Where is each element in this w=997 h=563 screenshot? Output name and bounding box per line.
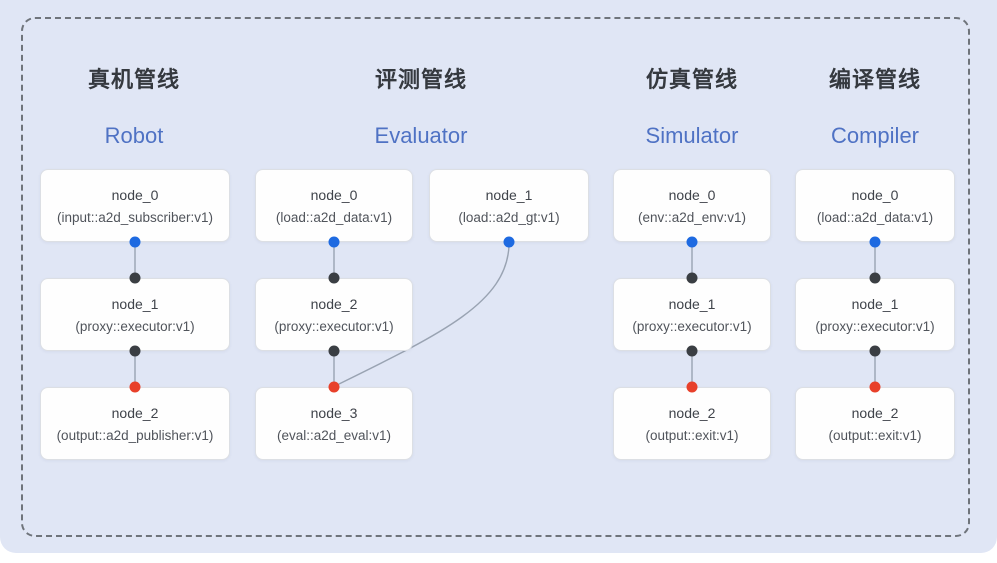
node-subtitle: (load::a2d_data:v1) xyxy=(275,209,393,225)
port-output-dot xyxy=(686,345,698,357)
node-simulator-2: node_2 (output::exit:v1) xyxy=(613,387,771,460)
node-title: node_2 xyxy=(851,404,899,421)
node-compiler-1: node_1 (proxy::executor:v1) xyxy=(795,278,955,351)
port-terminal-dot xyxy=(328,381,340,393)
node-title: node_1 xyxy=(851,295,899,312)
port-input-dot xyxy=(129,272,141,284)
port-output-dot xyxy=(129,236,141,248)
port-output-dot xyxy=(869,345,881,357)
node-title: node_2 xyxy=(668,404,716,421)
pipeline-title-zh-simulator: 仿真管线 xyxy=(645,67,738,92)
port-input-dot xyxy=(686,272,698,284)
node-title: node_0 xyxy=(310,186,358,203)
dashed-frame xyxy=(21,17,970,537)
node-title: node_1 xyxy=(668,295,716,312)
pipeline-title-en-compiler: Compiler xyxy=(830,123,920,148)
node-subtitle: (load::a2d_data:v1) xyxy=(816,209,934,225)
node-subtitle: (load::a2d_gt:v1) xyxy=(458,209,560,225)
port-input-dot xyxy=(328,272,340,284)
node-subtitle: (output::exit:v1) xyxy=(645,427,739,443)
pipeline-title-en-robot: Robot xyxy=(104,123,164,148)
node-robot-2: node_2 (output::a2d_publisher:v1) xyxy=(40,387,230,460)
port-output-dot xyxy=(328,345,340,357)
node-subtitle: (proxy::executor:v1) xyxy=(632,318,752,334)
node-title: node_0 xyxy=(111,186,159,203)
node-subtitle: (proxy::executor:v1) xyxy=(815,318,935,334)
node-title: node_1 xyxy=(485,186,533,203)
node-compiler-0: node_0 (load::a2d_data:v1) xyxy=(795,169,955,242)
node-evaluator-3: node_3 (eval::a2d_eval:v1) xyxy=(255,387,413,460)
port-output-dot xyxy=(869,236,881,248)
node-subtitle: (env::a2d_env:v1) xyxy=(637,209,747,225)
port-output-dot xyxy=(328,236,340,248)
node-subtitle: (output::a2d_publisher:v1) xyxy=(56,427,214,443)
node-title: node_2 xyxy=(111,404,159,421)
node-subtitle: (output::exit:v1) xyxy=(828,427,922,443)
edge-eval-n1-n3-curve xyxy=(336,245,510,386)
pipeline-title-zh-robot: 真机管线 xyxy=(87,67,180,92)
node-subtitle: (eval::a2d_eval:v1) xyxy=(276,427,392,443)
edge-group xyxy=(134,242,876,387)
node-title: node_0 xyxy=(668,186,716,203)
node-simulator-0: node_0 (env::a2d_env:v1) xyxy=(613,169,771,242)
node-evaluator-0: node_0 (load::a2d_data:v1) xyxy=(255,169,413,242)
node-subtitle: (input::a2d_subscriber:v1) xyxy=(56,209,214,225)
pipeline-title-zh-evaluator: 评测管线 xyxy=(374,67,467,92)
node-robot-0: node_0 (input::a2d_subscriber:v1) xyxy=(40,169,230,242)
pipeline-title-zh-compiler: 编译管线 xyxy=(828,67,921,92)
node-subtitle: (proxy::executor:v1) xyxy=(274,318,394,334)
port-output-dot xyxy=(129,345,141,357)
node-compiler-2: node_2 (output::exit:v1) xyxy=(795,387,955,460)
port-terminal-dot xyxy=(686,381,698,393)
port-output-dot xyxy=(503,236,515,248)
pipeline-title-en-evaluator: Evaluator xyxy=(374,123,468,148)
port-input-dot xyxy=(869,272,881,284)
node-simulator-1: node_1 (proxy::executor:v1) xyxy=(613,278,771,351)
port-output-dot xyxy=(686,236,698,248)
node-robot-1: node_1 (proxy::executor:v1) xyxy=(40,278,230,351)
pipeline-title-en-simulator: Simulator xyxy=(645,123,739,148)
port-terminal-dot xyxy=(869,381,881,393)
node-evaluator-1: node_1 (load::a2d_gt:v1) xyxy=(429,169,589,242)
node-title: node_0 xyxy=(851,186,899,203)
node-title: node_3 xyxy=(310,404,358,421)
node-title: node_1 xyxy=(111,295,159,312)
port-terminal-dot xyxy=(129,381,141,393)
node-title: node_2 xyxy=(310,295,358,312)
node-evaluator-2: node_2 (proxy::executor:v1) xyxy=(255,278,413,351)
node-subtitle: (proxy::executor:v1) xyxy=(75,318,195,334)
